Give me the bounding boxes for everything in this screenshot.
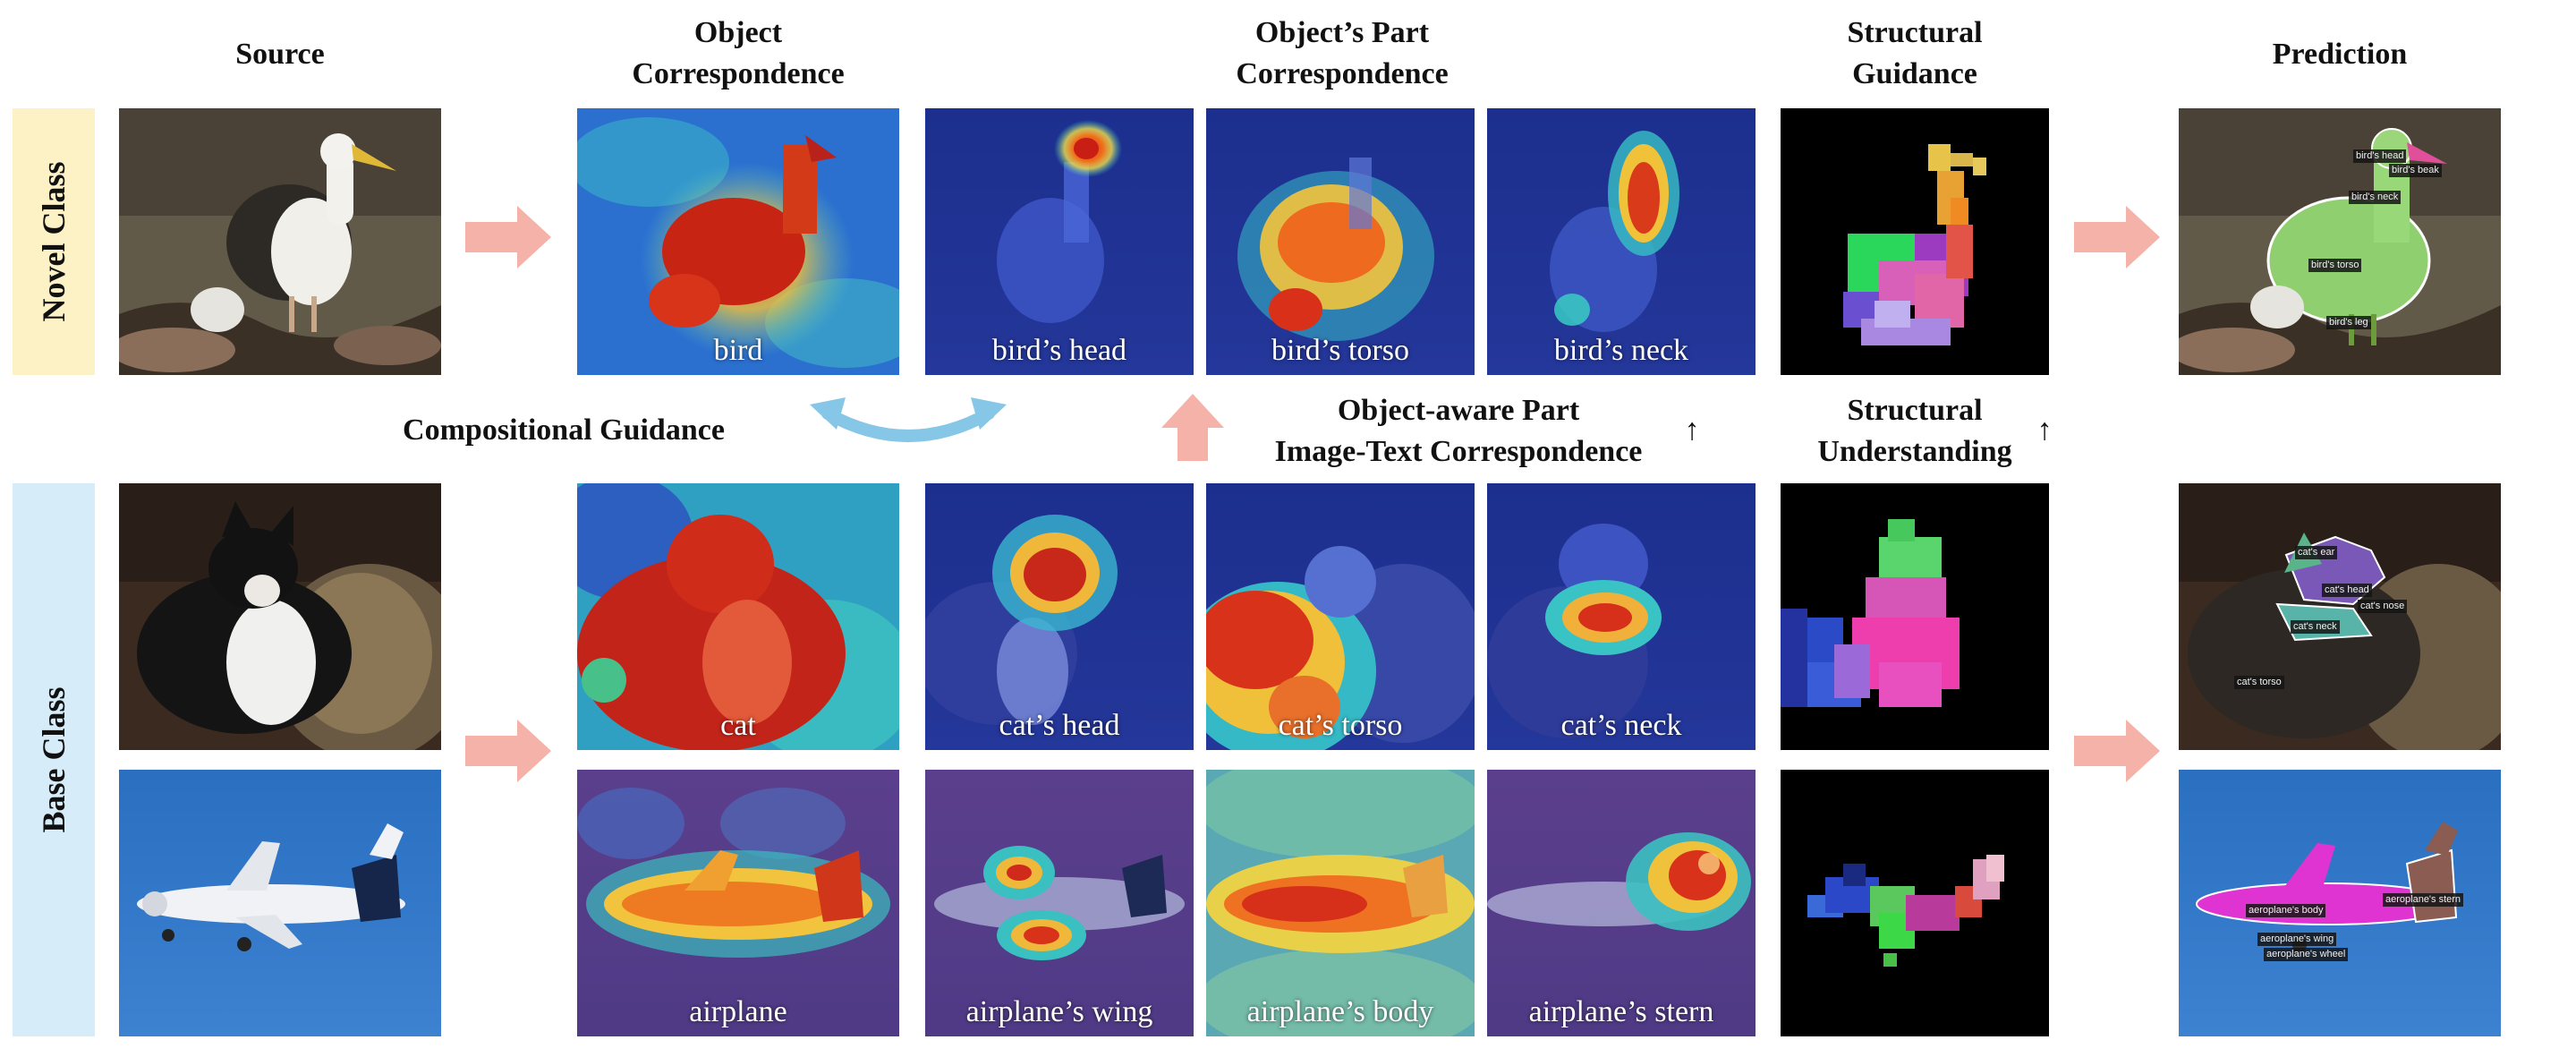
cat-head-correspondence-map: cat’s head (925, 483, 1194, 750)
bird-pred-label-torso: bird's torso (2308, 259, 2362, 272)
object-aware-arrow-glyph: ↑ (1684, 413, 1700, 447)
object-aware-part-line2: Image-Text Correspondence (1274, 435, 1643, 468)
airplane-wing-correspondence-map: airplane’s wing (925, 770, 1194, 1036)
bird-object-correspondence-map: bird (577, 108, 899, 375)
cat-pred-label-nose: cat's nose (2358, 600, 2408, 613)
header-part-correspondence-line1: Object’s Part (1254, 16, 1430, 49)
header-structural-guidance: Structural Guidance (1781, 13, 2049, 95)
airplane-wing-caption: airplane’s wing (965, 995, 1153, 1028)
airplane-pred-label-wing: aeroplane's wing (2257, 933, 2337, 946)
cat-head-caption: cat’s head (999, 709, 1120, 742)
cat-pred-label-ear: cat's ear (2295, 546, 2338, 559)
header-part-correspondence-line2: Correspondence (1236, 57, 1449, 90)
structural-understanding-label: Structural Understanding (1781, 390, 2049, 473)
airplane-stern-caption: airplane’s stern (1528, 995, 1714, 1028)
bird-neck-correspondence-map: bird’s neck (1487, 108, 1756, 375)
airplane-body-correspondence-map: airplane’s body (1206, 770, 1475, 1036)
bird-pred-label-head: bird's head (2353, 149, 2407, 163)
bird-pred-label-beak: bird's beak (2389, 164, 2442, 177)
structural-understanding-line2: Understanding (1817, 435, 2012, 468)
airplane-object-caption: airplane (689, 995, 787, 1028)
airplane-pred-label-wheel: aeroplane's wheel (2264, 948, 2349, 961)
base-to-prediction-arrow (2074, 720, 2160, 782)
airplane-structural-guidance-map (1781, 770, 2049, 1036)
bird-prediction-image: bird's head bird's beak bird's neck bird… (2179, 108, 2501, 375)
bird-source-image (119, 108, 441, 375)
novel-class-band: Novel Class (13, 108, 95, 375)
novel-class-label: Novel Class (36, 161, 72, 322)
bird-pred-label-leg: bird's leg (2326, 316, 2371, 329)
part-correspondence-up-arrow (1161, 394, 1224, 461)
airplane-body-caption: airplane’s body (1246, 995, 1434, 1028)
header-object-correspondence-line2: Correspondence (632, 57, 845, 90)
airplane-object-correspondence-map: airplane (577, 770, 899, 1036)
header-structural-guidance-line2: Guidance (1852, 57, 1977, 90)
cat-object-correspondence-map: cat (577, 483, 899, 750)
cat-neck-correspondence-map: cat’s neck (1487, 483, 1756, 750)
airplane-stern-correspondence-map: airplane’s stern (1487, 770, 1756, 1036)
cat-pred-label-head: cat's head (2322, 584, 2372, 597)
base-to-correspondence-arrow (465, 720, 551, 782)
airplane-pred-label-body: aeroplane's body (2246, 904, 2326, 917)
structural-understanding-line1: Structural (1847, 394, 1983, 427)
header-structural-guidance-line1: Structural (1847, 16, 1983, 49)
header-prediction: Prediction (2272, 38, 2408, 71)
bird-neck-caption: bird’s neck (1553, 334, 1689, 367)
novel-to-prediction-arrow (2074, 206, 2160, 269)
cat-pred-label-neck: cat's neck (2291, 620, 2340, 634)
bird-structural-guidance-map (1781, 108, 2049, 375)
compositional-guidance-label: Compositional Guidance (403, 413, 725, 447)
header-part-correspondence: Object’s Part Correspondence (1163, 13, 1521, 95)
structural-understanding-arrow-glyph: ↑ (2036, 413, 2053, 447)
header-source: Source (235, 38, 325, 71)
cat-prediction-image: cat's ear cat's head cat's nose cat's ne… (2179, 483, 2501, 750)
bird-torso-caption: bird’s torso (1271, 334, 1409, 367)
base-class-label: Base Class (36, 686, 72, 833)
header-object-correspondence-line1: Object (693, 16, 783, 49)
object-aware-part-label: Object-aware Part Image-Text Corresponde… (1235, 390, 1682, 473)
cat-pred-label-torso: cat's torso (2234, 676, 2284, 689)
bird-head-caption: bird’s head (991, 334, 1127, 367)
compositional-double-arrow (810, 397, 1007, 442)
airplane-pred-label-stern: aeroplane's stern (2383, 893, 2464, 907)
object-aware-part-line1: Object-aware Part (1337, 394, 1580, 427)
cat-structural-guidance-map (1781, 483, 2049, 750)
bird-head-correspondence-map: bird’s head (925, 108, 1194, 375)
cat-torso-correspondence-map: cat’s torso (1206, 483, 1475, 750)
airplane-prediction-image: aeroplane's body aeroplane's stern aerop… (2179, 770, 2501, 1036)
header-object-correspondence: Object Correspondence (577, 13, 899, 95)
bird-torso-correspondence-map: bird’s torso (1206, 108, 1475, 375)
cat-neck-caption: cat’s neck (1560, 709, 1682, 742)
airplane-source-image (119, 770, 441, 1036)
cat-torso-caption: cat’s torso (1278, 709, 1403, 742)
bird-object-caption: bird (713, 334, 763, 367)
cat-source-image (119, 483, 441, 750)
bird-pred-label-neck: bird's neck (2349, 191, 2402, 204)
base-class-band: Base Class (13, 483, 95, 1036)
cat-object-caption: cat (720, 709, 756, 742)
novel-to-correspondence-arrow (465, 206, 551, 269)
